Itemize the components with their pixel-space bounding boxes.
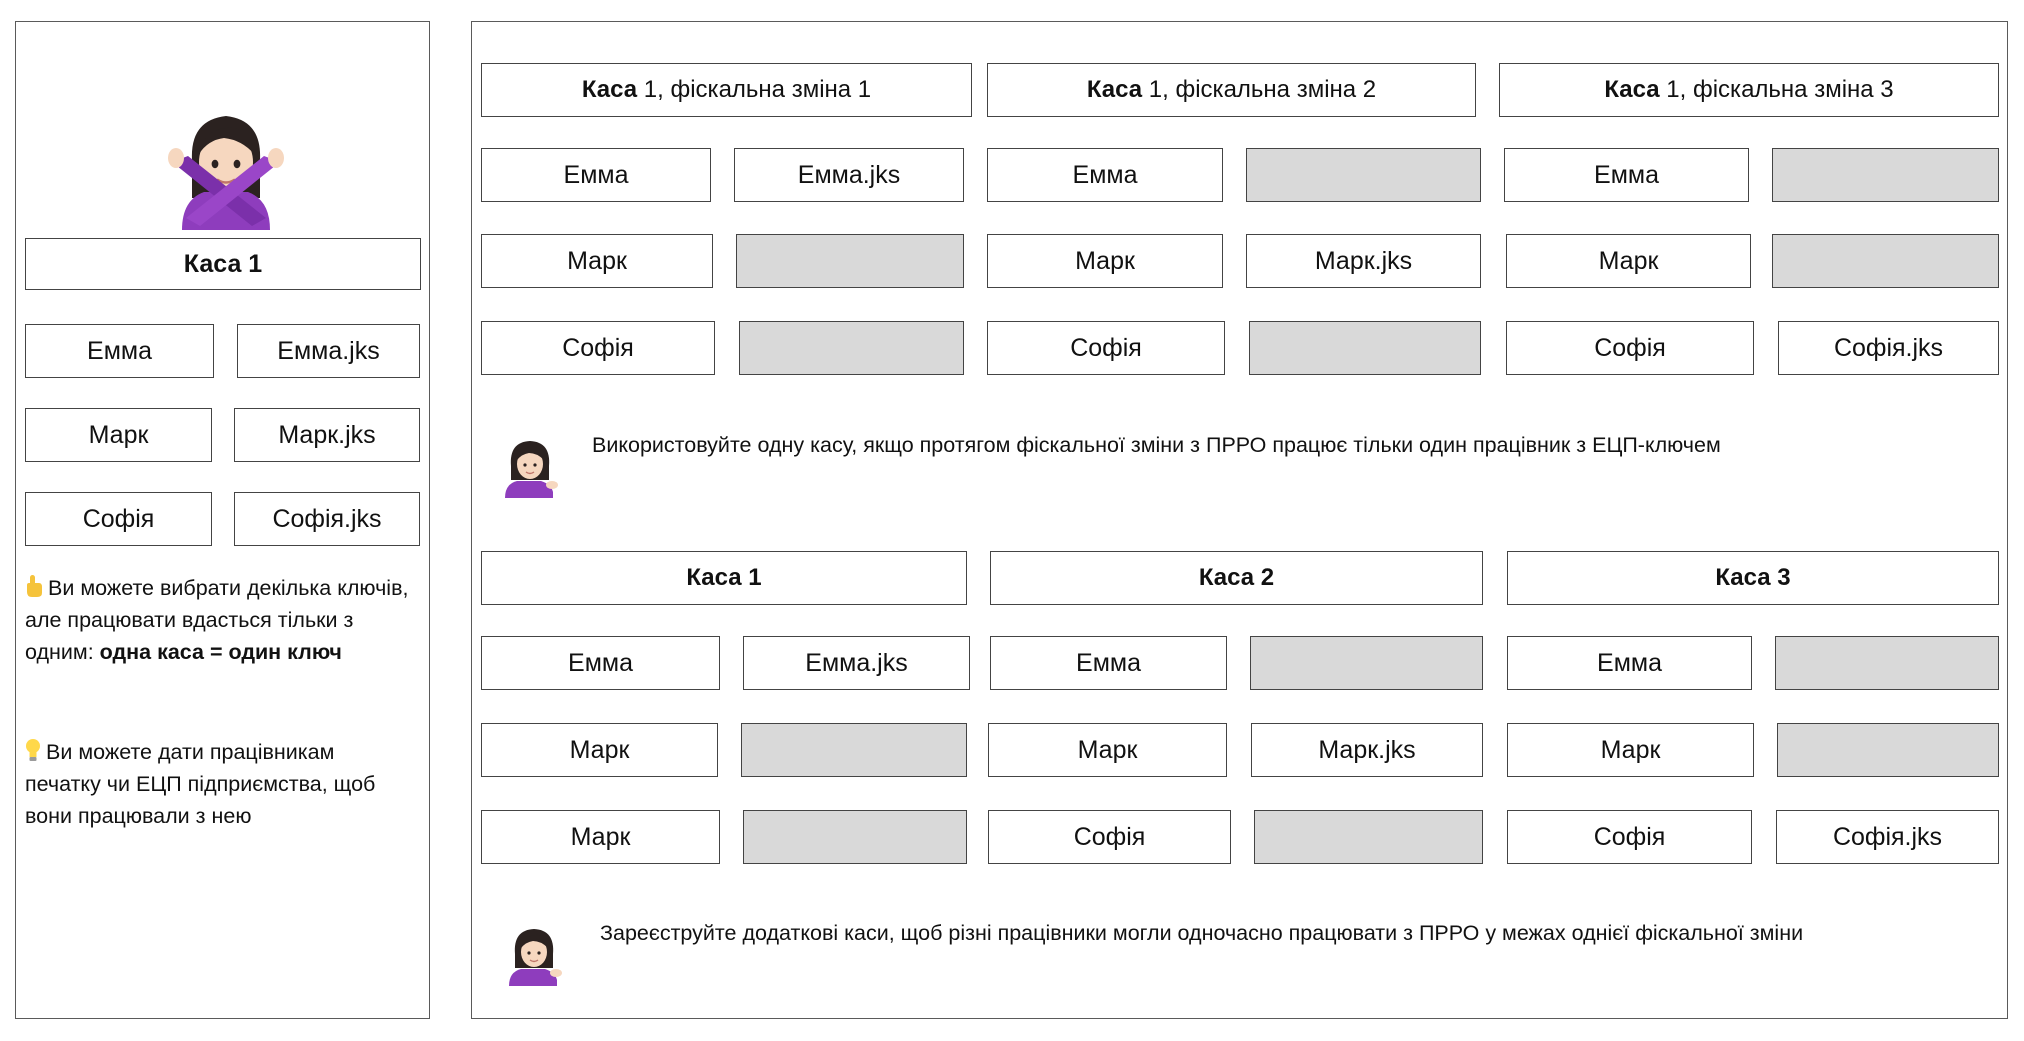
left-employee-sofia: Софія [25,492,212,546]
scenario2-kasa-3-header: Каса 3 [1507,551,1999,605]
scenario1-shift-1-employee-emma: Емма [481,148,711,202]
scenario1-shift-3-employee-emma: Емма [1504,148,1749,202]
left-kasa-title: Каса 1 [25,238,421,290]
woman-gesturing-no-icon [168,116,284,230]
scenario2-kasa-1-key-empty [743,810,967,864]
scenario2-kasa-2-employee-mark: Марк [988,723,1227,777]
scenario1-shift-3-key-empty [1772,148,1999,202]
scenario2-kasa-1-employee-emma: Емма [481,636,720,690]
scenario1-shift-2-key-empty [1249,321,1481,375]
scenario1-shift-2-key-mark: Марк.jks [1246,234,1481,288]
scenario2-kasa-1-key-emma: Емма.jks [743,636,970,690]
scenario1-shift-3-key-sofia: Софія.jks [1778,321,1999,375]
left-note-enterprise-key: Ви можете дати працівникам печатку чи ЕЦ… [25,739,376,828]
scenario2-caption: Зареєструйте додаткові каси, щоб різні п… [600,921,1804,945]
light-bulb-icon [26,739,40,761]
right-panel: Каса 1, фіскальна зміна 1 Каса 1, фіскал… [471,21,2008,1019]
scenario2-kasa-2-header: Каса 2 [990,551,1483,605]
scenario2-kasa-3-key-empty [1775,636,1999,690]
left-employee-emma: Емма [25,324,214,378]
scenario1-shift-3-employee-mark: Марк [1506,234,1751,288]
woman-tipping-hand-icon [509,929,562,986]
scenario1-shift-1-key-empty [739,321,964,375]
scenario2-kasa-2-key-empty [1250,636,1483,690]
left-key-sofia: Софія.jks [234,492,420,546]
scenario1-shift-1-key-empty [736,234,964,288]
scenario1-caption: Використовуйте одну касу, якщо протягом … [592,433,1721,457]
pointing-up-icon [27,575,42,597]
scenario2-kasa-2-key-empty [1254,810,1483,864]
left-panel: Каса 1 Емма Емма.jks Марк Марк.jks Софія… [15,21,430,1019]
scenario1-shift-1-employee-sofia: Софія [481,321,715,375]
scenario1-shift-2-header: Каса 1, фіскальна зміна 2 [987,63,1476,117]
scenario2-kasa-3-employee-mark: Марк [1507,723,1754,777]
left-key-mark: Марк.jks [234,408,420,462]
scenario1-shift-2-employee-sofia: Софія [987,321,1225,375]
scenario2-kasa-3-key-sofia: Софія.jks [1776,810,1999,864]
scenario2-kasa-1-header: Каса 1 [481,551,967,605]
left-key-emma: Емма.jks [237,324,420,378]
scenario1-shift-2-key-empty [1246,148,1481,202]
scenario1-shift-1-employee-mark: Марк [481,234,713,288]
scenario2-kasa-1-employee-mark-2: Марк [481,810,720,864]
woman-tipping-hand-icon [505,441,558,498]
scenario1-shift-2-employee-mark: Марк [987,234,1223,288]
scenario2-kasa-2-employee-sofia: Софія [988,810,1231,864]
scenario2-kasa-3-employee-emma: Емма [1507,636,1752,690]
left-employee-mark: Марк [25,408,212,462]
left-note-one-key: Ви можете вибрати декілька ключів, але п… [25,575,409,664]
scenario2-kasa-3-key-empty [1777,723,1999,777]
scenario1-shift-3-employee-sofia: Софія [1506,321,1754,375]
scenario2-kasa-1-employee-mark: Марк [481,723,718,777]
scenario2-kasa-1-key-empty [741,723,967,777]
scenario1-shift-1-key-emma: Емма.jks [734,148,964,202]
scenario1-shift-1-header: Каса 1, фіскальна зміна 1 [481,63,972,117]
scenario2-kasa-2-employee-emma: Емма [990,636,1227,690]
scenario2-kasa-3-employee-sofia: Софія [1507,810,1752,864]
scenario1-shift-3-key-empty [1772,234,1999,288]
scenario2-kasa-2-key-mark: Марк.jks [1251,723,1483,777]
scenario1-shift-2-employee-emma: Емма [987,148,1223,202]
scenario1-shift-3-header: Каса 1, фіскальна зміна 3 [1499,63,1999,117]
